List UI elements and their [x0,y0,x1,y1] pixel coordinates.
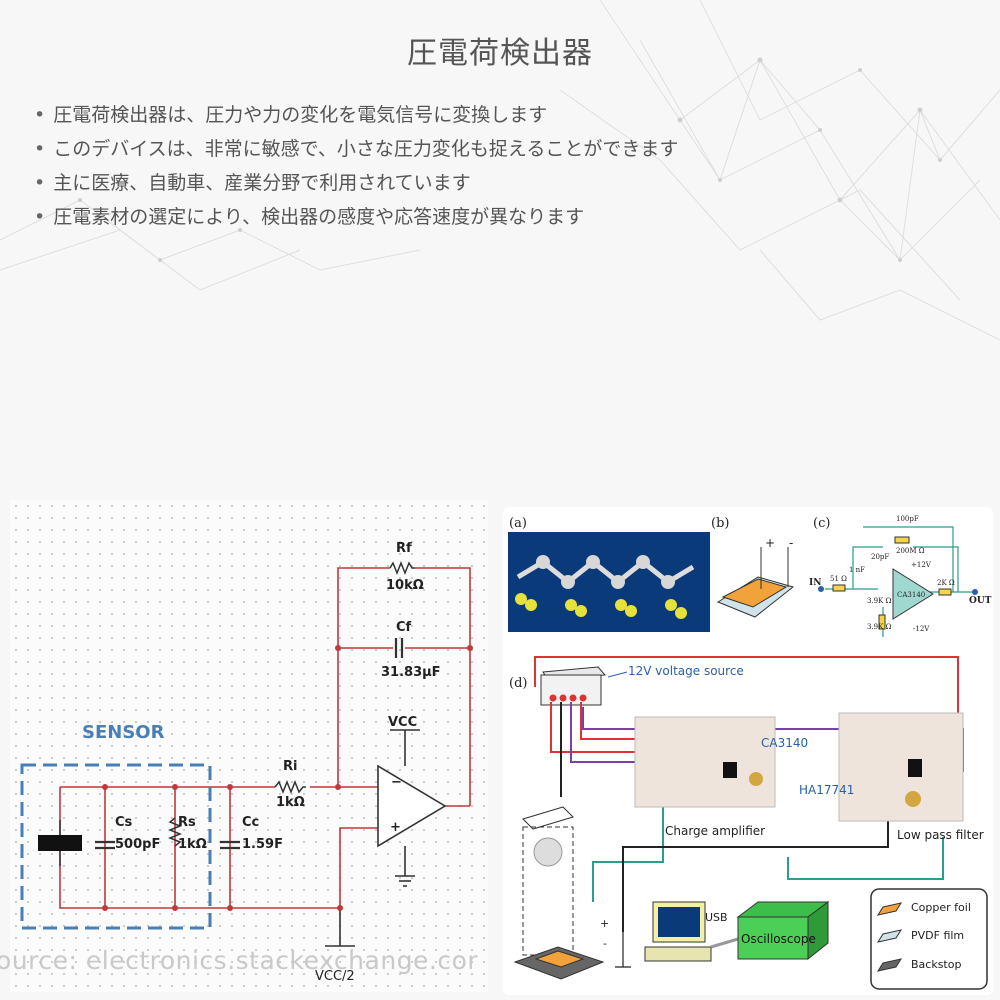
c-rf-res: 200M Ω [896,547,925,555]
bullet-item: 圧電素材の選定により、検出器の感度や応答速度が異なります [34,200,678,234]
label-a: (a) [509,516,527,531]
slide-title: 圧電荷検出器 [407,36,593,71]
rs-name: Rs [178,815,196,830]
pvdf-film-icon [716,547,795,618]
backstop-swatch [876,958,903,972]
voltage-source-label: 12V voltage source [628,664,744,678]
setup-svg: (a) (b) (c) (d) + - [508,515,992,990]
legend-item: Backstop [911,958,961,971]
scope-label: Oscilloscope [741,932,816,946]
vcc-label: VCC [388,715,417,730]
c-rf-cap: 100pF [896,515,919,523]
b-minus: - [789,536,793,550]
bullet-item: 圧電荷検出器は、圧力や力の変化を電気信号に変換します [34,98,678,132]
c-c2: 20pF [871,553,889,561]
c-r-in: 51 Ω [830,575,847,583]
c-r-fb: 3.9K Ω [867,597,892,605]
c-c1: 1 nF [849,566,865,574]
experimental-setup-figure: (a) (b) (c) (d) + - [503,507,993,995]
piezo-element-icon [38,835,82,851]
chip1-label: CA3140 [761,736,808,750]
low-pass-filter-board [838,712,964,822]
c-chip: CA3140 [897,591,925,599]
sensor-box [20,763,212,930]
c-opamp-icon [892,568,934,620]
copper-foil-swatch [876,902,903,916]
network-background [0,0,1000,341]
rf-value: 10kΩ [386,578,424,593]
sensor-label: SENSOR [82,722,165,743]
legend-item: PVDF film [911,929,964,942]
probe-minus: - [603,937,607,950]
label-b: (b) [711,516,729,531]
probe-plus: + [600,917,609,930]
cs-name: Cs [115,815,133,830]
b-plus: + [765,536,775,550]
usb-label: USB [705,911,728,924]
c-r-gnd: 3.9K Ω [867,623,892,631]
oscilloscope-icon [736,901,830,961]
schematic-svg: − + Rf 10kΩ Cf 31.83μF VCC Ri 1kΩ Cs 500… [20,541,473,984]
vcc-half-label: VCC/2 [315,969,355,984]
rs-value: 1kΩ [178,837,207,852]
c-out: OUT [969,596,992,606]
opamp-plus: + [390,820,401,835]
ri-value: 1kΩ [276,795,305,810]
c-vpos: +12V [911,561,932,569]
c-in: IN [809,578,821,588]
cs-value: 500pF [115,837,160,852]
legend-item: Copper foil [911,901,971,914]
source-credit: ource: electronics.stackexchange.cor [0,946,479,975]
charge-amplifier-schematic: − + Rf 10kΩ Cf 31.83μF VCC Ri 1kΩ Cs 500… [10,500,488,992]
charge-amplifier-board [634,716,776,808]
cf-name: Cf [396,620,412,635]
board1-label: Charge amplifier [665,824,765,838]
computer-icon [644,901,712,962]
opamp-icon [377,764,447,848]
board2-label: Low pass filter [897,828,984,842]
c-r-out: 2K Ω [937,579,955,587]
ri-name: Ri [283,759,297,774]
bullet-list: 圧電荷検出器は、圧力や力の変化を電気信号に変換します このデバイスは、非常に敏感… [34,98,678,234]
opamp-minus: − [391,775,402,790]
c-vneg: -12V [913,625,930,633]
rf-name: Rf [396,541,412,556]
cc-value: 1.59F [242,837,283,852]
cc-name: Cc [242,815,259,830]
bullet-item: 主に医療、自動車、産業分野で利用されています [34,166,678,200]
legend-box [870,888,988,990]
bullet-item: このデバイスは、非常に敏感で、小さな圧力変化も捉えることができます [34,132,678,166]
chip2-label: HA17741 [799,783,854,797]
cf-value: 31.83μF [381,665,441,680]
voltage-source-icon [540,666,607,706]
pvdf-film-swatch [876,929,903,943]
label-c: (c) [813,516,830,531]
label-d: (d) [509,676,527,691]
test-fixture-icon [513,806,605,980]
